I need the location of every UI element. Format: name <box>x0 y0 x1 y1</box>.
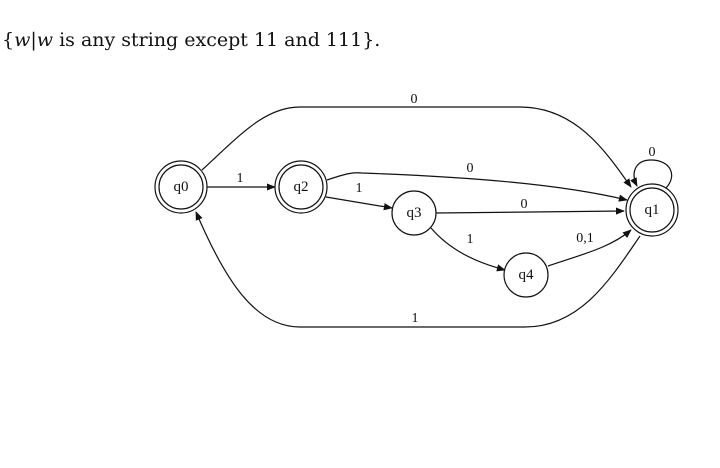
edge-q3-q1 <box>435 207 625 215</box>
caption-text: is any string except 11 and 111}. <box>53 29 381 51</box>
language-definition: {w|w is any string except 11 and 111}. <box>2 29 380 51</box>
state-label: q0 <box>174 179 189 195</box>
edge-label-q3-q1: 0 <box>521 197 528 212</box>
edge-label-q0-q2: 1 <box>237 171 244 186</box>
edge-q0-q1 <box>201 106 632 188</box>
edge-q2-q3 <box>325 196 393 211</box>
state-q0: q0 <box>154 160 208 214</box>
edge-q2-q1 <box>326 172 628 202</box>
state-q4: q4 <box>503 252 549 298</box>
variable-w: w <box>36 29 54 51</box>
variable-w: w <box>14 29 31 51</box>
state-q2: q2 <box>274 160 328 214</box>
state-q3: q3 <box>391 190 437 236</box>
brace: { <box>2 29 15 51</box>
state-label: q3 <box>407 205 422 221</box>
edge-label-q1-q1: 0 <box>649 145 656 160</box>
state-label: q2 <box>294 179 309 195</box>
edge-label-q3-q4: 1 <box>467 232 474 247</box>
edge-q1-q0 <box>195 211 641 328</box>
edge-label-q2-q1: 0 <box>467 161 474 176</box>
edge-label-q0-q1: 0 <box>411 92 418 107</box>
edge-q1-q1 <box>630 159 673 189</box>
edge-label-q4-q1: 0,1 <box>576 231 594 246</box>
state-label: q4 <box>519 267 535 283</box>
state-label: q1 <box>645 202 660 218</box>
state-q1: q1 <box>625 183 679 237</box>
edge-q4-q1 <box>547 229 632 267</box>
edge-label-q2-q3: 1 <box>356 181 363 196</box>
bar: | <box>30 29 37 51</box>
edge-label-q1-q0: 1 <box>412 311 419 326</box>
edge-q3-q4 <box>430 227 506 272</box>
